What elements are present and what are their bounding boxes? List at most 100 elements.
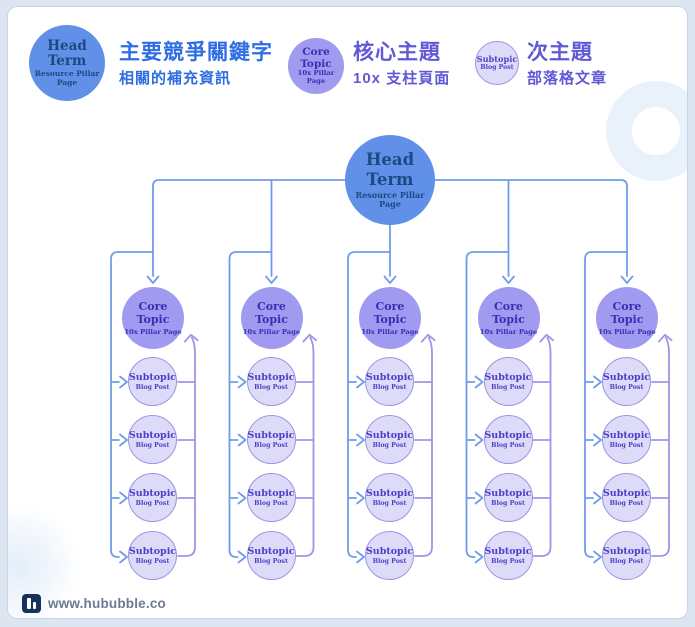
node-subtitle: Resource Pillar Page — [355, 189, 425, 210]
legend-circle-title: Head Term — [47, 37, 87, 70]
node-subtitle: Blog Post — [491, 383, 525, 391]
node-title: Subtopic — [365, 545, 414, 557]
legend-circle-subtitle: Blog Post — [480, 64, 514, 72]
arrowhead-down-col4 — [502, 275, 515, 284]
legend-circle-subtitle: 10x Pillar Page — [297, 69, 335, 86]
legend-title: 次主題 — [527, 41, 593, 64]
node-subtitle: Blog Post — [491, 557, 525, 565]
node-title: Subtopic — [484, 545, 532, 557]
node-title: Subtopic — [247, 371, 295, 383]
arrowhead-right-col1-row1 — [119, 375, 128, 389]
connector-right-rail-col1 — [177, 336, 196, 557]
node-subtitle: Blog Post — [254, 441, 288, 449]
node-subtitle: Blog Post — [135, 441, 170, 449]
node-title: Subtopic — [128, 429, 177, 441]
legend-subtitle: 10x 支柱頁面 — [353, 70, 451, 88]
subtopic-legend-circle: Subtopic Blog Post — [475, 41, 519, 85]
legend-title: 核心主題 — [353, 41, 441, 64]
head-term-node: Head Term Resource Pillar Page — [345, 135, 435, 225]
node-title: Head Term — [365, 150, 415, 189]
legend-subtitle: 部落格文章 — [527, 70, 608, 88]
node-title: Core Topic — [373, 300, 407, 327]
node-subtitle: Blog Post — [491, 499, 525, 507]
node-subtitle: 10x Pillar Page — [242, 327, 301, 336]
node-subtitle: Blog Post — [609, 383, 644, 391]
head-term-legend-circle: Head Term Resource Pillar Page — [29, 25, 105, 101]
node-subtitle: 10x Pillar Page — [598, 327, 656, 336]
arrowhead-right-col4-row2 — [474, 433, 484, 447]
connector-right-rail-col5 — [651, 336, 670, 557]
arrowhead-right-col4-row1 — [474, 375, 484, 389]
arrowhead-right-col2-row4 — [237, 550, 247, 564]
node-title: Core Topic — [136, 300, 170, 327]
node-subtitle: Blog Post — [254, 499, 288, 507]
arrowhead-right-col3-row1 — [356, 375, 365, 389]
website-url[interactable]: www.hububble.co — [48, 596, 166, 611]
hububble-logo-icon — [22, 594, 41, 613]
legend-text-head-term: 主要競爭關鍵字 相關的補充資訊 — [119, 40, 273, 89]
legend-text-subtopic: 次主題 部落格文章 — [527, 40, 607, 89]
arrowhead-down-col5 — [620, 275, 634, 284]
node-subtitle: 10x Pillar Page — [361, 327, 419, 336]
legend-circle-title: Core Topic — [300, 46, 332, 71]
node-subtitle: Blog Post — [135, 557, 170, 565]
node-title: Subtopic — [365, 487, 414, 499]
arrowhead-down-col1 — [146, 275, 160, 284]
arrowhead-right-col5-row3 — [593, 491, 602, 505]
connector-right-rail-col4 — [532, 336, 552, 557]
node-title: Subtopic — [247, 487, 295, 499]
legend-circle-title: Subtopic — [476, 53, 518, 64]
node-title: Subtopic — [602, 545, 651, 557]
legend-title: 主要競爭關鍵字 — [119, 41, 273, 64]
node-title: Core Topic — [492, 300, 525, 327]
node-subtitle: Blog Post — [372, 383, 407, 391]
arrowhead-right-col1-row2 — [119, 433, 128, 447]
arrowhead-right-col4-row4 — [474, 550, 484, 564]
node-subtitle: 10x Pillar Page — [124, 327, 182, 336]
arrowhead-right-col5-row4 — [593, 550, 602, 564]
arrowhead-down-col3 — [383, 275, 397, 284]
arrowhead-down-col2 — [265, 275, 278, 284]
arrowhead-up-col4 — [539, 333, 554, 343]
node-title: Subtopic — [365, 371, 414, 383]
arrowhead-up-col2 — [302, 333, 317, 343]
connector-right-rail-col3 — [414, 336, 433, 557]
arrowhead-right-col2-row3 — [237, 491, 247, 505]
node-title: Subtopic — [484, 487, 532, 499]
node-title: Subtopic — [484, 429, 532, 441]
arrowhead-right-col3-row2 — [356, 433, 365, 447]
node-title: Core Topic — [255, 300, 288, 327]
node-title: Core Topic — [610, 300, 644, 327]
legend-text-core-topic: 核心主題 10x 支柱頁面 — [353, 40, 450, 89]
node-subtitle: Blog Post — [609, 557, 644, 565]
arrowhead-up-col5 — [657, 333, 673, 343]
node-title: Subtopic — [247, 429, 295, 441]
node-subtitle: Blog Post — [491, 441, 525, 449]
node-title: Subtopic — [128, 545, 177, 557]
arrowhead-right-col2-row2 — [237, 433, 247, 447]
arrowhead-right-col5-row2 — [593, 433, 602, 447]
node-title: Subtopic — [602, 429, 651, 441]
arrowhead-right-col4-row3 — [474, 491, 484, 505]
